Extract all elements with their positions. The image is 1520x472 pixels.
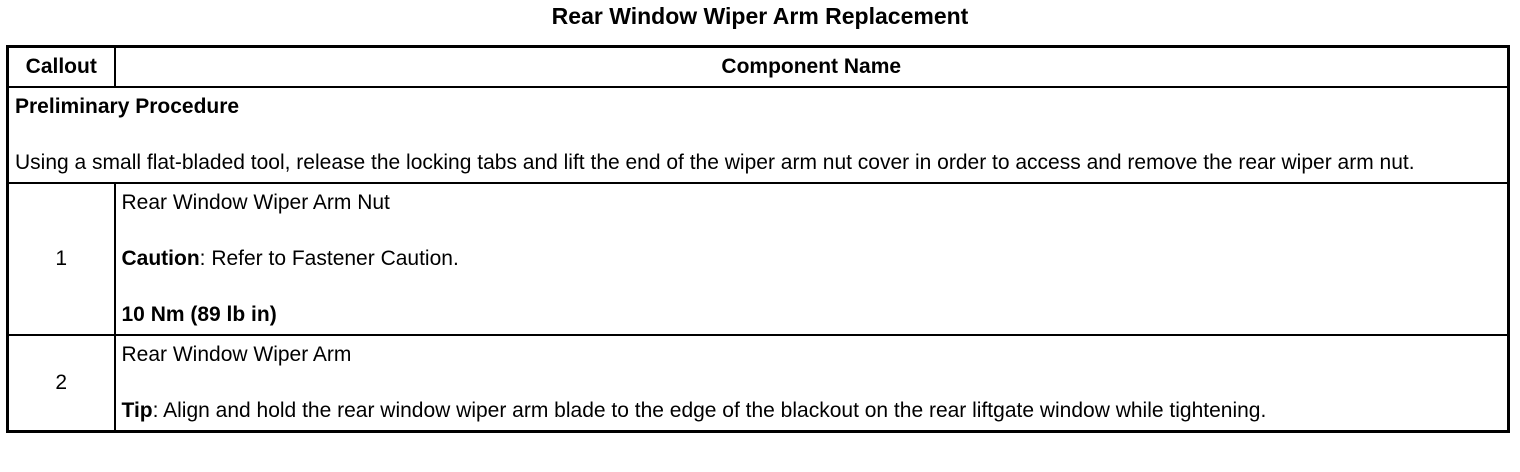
preliminary-procedure-cell: Preliminary Procedure Using a small flat… <box>6 86 1510 184</box>
preliminary-heading: Preliminary Procedure <box>15 95 240 118</box>
callout-number: 2 <box>6 334 116 433</box>
component-cell: Rear Window Wiper Arm Tip: Align and hol… <box>113 334 1510 433</box>
component-table: Callout Component Name Preliminary Proce… <box>6 45 1510 433</box>
component-name: Rear Window Wiper Arm <box>121 343 352 366</box>
tip-note: Tip: Align and hold the rear window wipe… <box>122 397 1502 425</box>
preliminary-body: Using a small flat-bladed tool, release … <box>15 151 1415 174</box>
component-cell: Rear Window Wiper Arm Nut Caution: Refer… <box>113 182 1510 336</box>
caution-text: : Refer to Fastener Caution. <box>199 247 459 270</box>
caution-label: Caution <box>121 247 200 270</box>
preliminary-procedure-row: Preliminary Procedure Using a small flat… <box>6 86 1510 184</box>
callout-number: 1 <box>6 182 116 336</box>
torque-spec: 10 Nm (89 lb in) <box>121 303 277 326</box>
table-row: 2 Rear Window Wiper Arm Tip: Align and h… <box>6 334 1510 433</box>
caution-note: Caution: Refer to Fastener Caution. <box>122 245 1502 273</box>
table-header-row: Callout Component Name <box>6 45 1510 88</box>
table-row: 1 Rear Window Wiper Arm Nut Caution: Ref… <box>6 182 1510 336</box>
tip-text: : Align and hold the rear window wiper a… <box>152 399 1267 422</box>
page-title: Rear Window Wiper Arm Replacement <box>551 3 969 29</box>
component-name: Rear Window Wiper Arm Nut <box>121 191 390 214</box>
callout-column-header: Callout <box>6 45 116 88</box>
tip-label: Tip <box>121 399 153 422</box>
component-column-header: Component Name <box>113 45 1510 88</box>
